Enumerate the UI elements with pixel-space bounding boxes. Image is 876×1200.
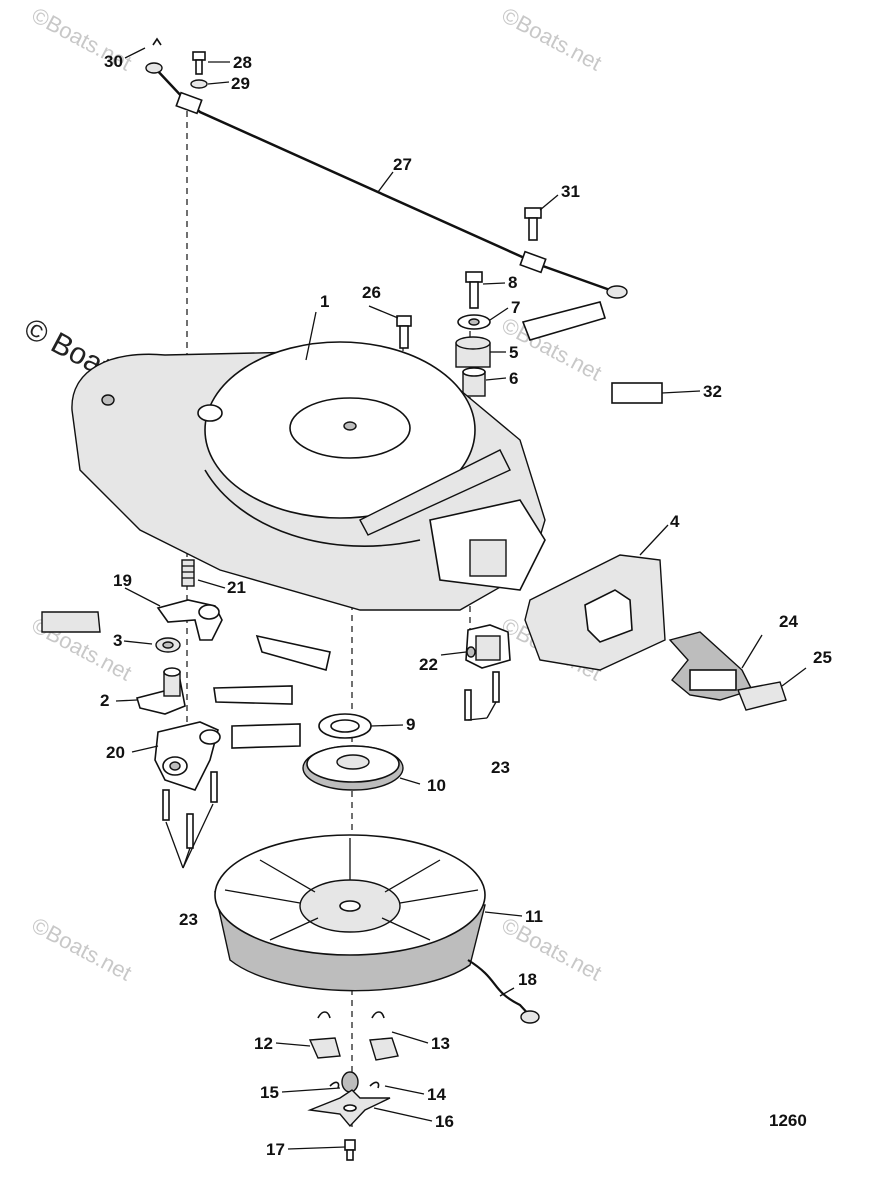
decal-box xyxy=(611,382,663,404)
callout-32: 32 xyxy=(703,382,722,401)
callout-30: 30 xyxy=(104,52,123,71)
callout-4: 4 xyxy=(670,512,680,531)
callout-15: 15 xyxy=(260,1083,279,1102)
figure-number: 1260 xyxy=(769,1111,807,1130)
callout-10: 10 xyxy=(427,776,446,795)
callout-28: 28 xyxy=(233,53,252,72)
callout-16: 16 xyxy=(435,1112,454,1131)
callout-24: 24 xyxy=(779,612,798,631)
callout-8: 8 xyxy=(508,273,517,292)
starter-housing xyxy=(71,341,546,611)
callout-31: 31 xyxy=(561,182,580,201)
callout-23-right: 23 xyxy=(491,758,510,777)
callout-2: 2 xyxy=(100,691,109,710)
callout-5: 5 xyxy=(509,343,518,362)
callout-29: 29 xyxy=(231,74,250,93)
callout-3: 3 xyxy=(113,631,122,650)
rope-guide-bracket xyxy=(464,624,511,721)
grease-tubes xyxy=(41,301,607,749)
rope-guide-cover xyxy=(524,554,666,671)
callout-7: 7 xyxy=(511,298,520,317)
callout-17: 17 xyxy=(266,1140,285,1159)
callout-14: 14 xyxy=(427,1085,446,1104)
callout-23-left: 23 xyxy=(179,910,198,929)
watermark: ©Boats.net xyxy=(498,2,606,75)
leader-lines xyxy=(115,47,807,1150)
callout-21: 21 xyxy=(227,578,246,597)
callout-13: 13 xyxy=(431,1034,450,1053)
lever-assembly xyxy=(155,599,223,653)
callout-27: 27 xyxy=(393,155,412,174)
spring xyxy=(181,559,195,587)
starter-rope xyxy=(467,959,533,1019)
callout-6: 6 xyxy=(509,369,518,388)
callout-25: 25 xyxy=(813,648,832,667)
pawl-assembly xyxy=(307,1011,399,1161)
callout-26: 26 xyxy=(362,283,381,302)
callout-1: 1 xyxy=(320,292,329,311)
pulley xyxy=(214,834,486,992)
callout-19: 19 xyxy=(113,571,132,590)
top-hardware xyxy=(152,37,542,397)
callout-12: 12 xyxy=(254,1034,273,1053)
callout-18: 18 xyxy=(518,970,537,989)
screws-left xyxy=(162,771,218,849)
callout-labels: 1 2 3 4 5 6 7 8 9 10 11 12 13 14 15 16 1… xyxy=(100,52,832,1159)
rope-end xyxy=(520,1010,540,1024)
link-rod xyxy=(145,62,628,299)
callout-20: 20 xyxy=(106,743,125,762)
watermark: ©Boats.net xyxy=(28,912,136,985)
retainer-and-spring xyxy=(302,713,404,791)
starter-handle xyxy=(668,631,787,711)
callout-9: 9 xyxy=(406,715,415,734)
callout-22: 22 xyxy=(419,655,438,674)
watermark: ©Boats.net xyxy=(498,912,606,985)
cam-bracket xyxy=(154,721,221,791)
callout-11: 11 xyxy=(525,907,543,926)
bracket xyxy=(135,667,186,715)
